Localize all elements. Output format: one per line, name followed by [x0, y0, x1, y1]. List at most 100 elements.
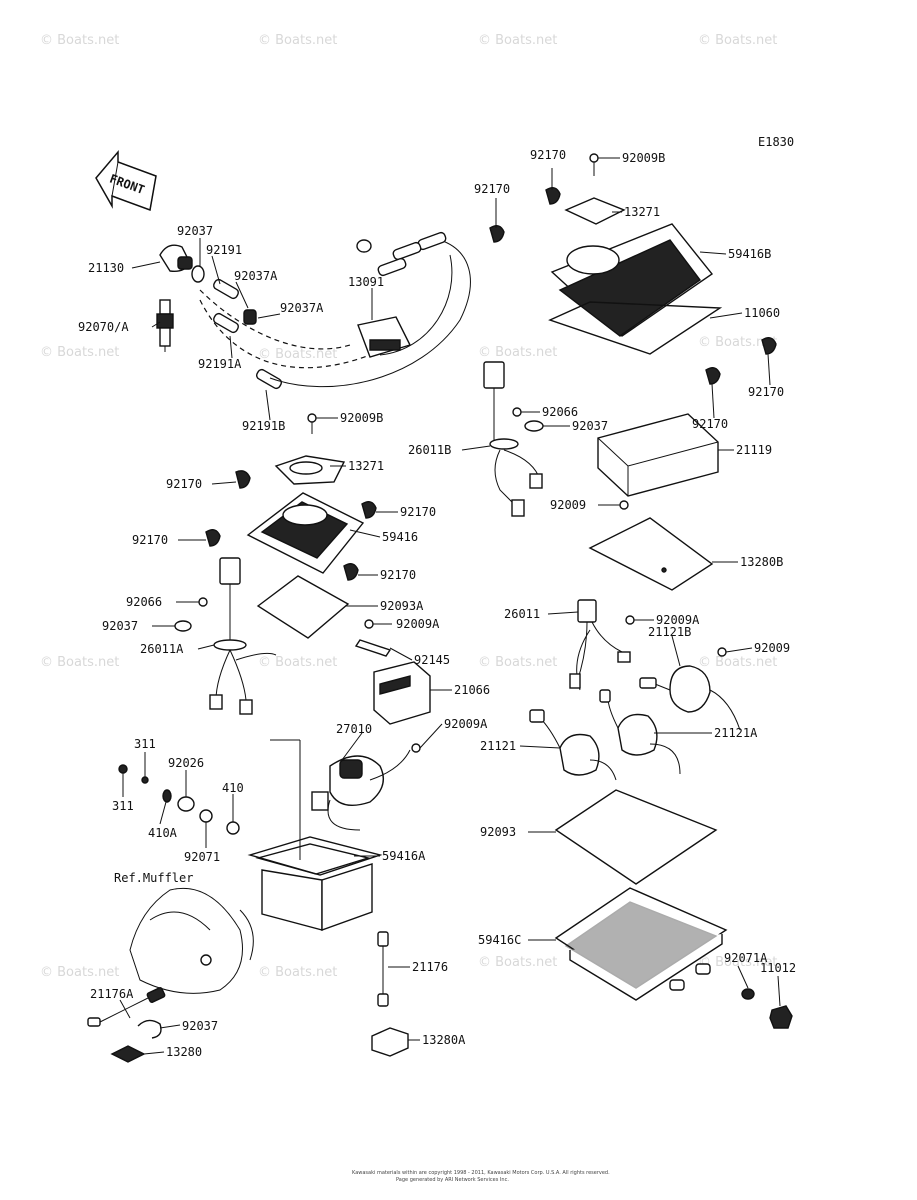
collar-92071 [199, 809, 213, 823]
part-label: 59416A [382, 849, 426, 863]
part-label: 92066 [542, 405, 578, 419]
part-label: 92037A [234, 269, 278, 283]
clip-92170-tr [545, 187, 561, 205]
part-label: 410A [148, 826, 178, 840]
washer-410 [226, 821, 240, 835]
part-label: 21130 [88, 261, 124, 275]
spark-plug-cap [159, 244, 193, 273]
coil-21121b [639, 665, 741, 731]
clamp-92037-m [137, 1019, 162, 1039]
part-label: 21176 [412, 960, 448, 974]
part-label: 92037A [280, 301, 324, 315]
part-label: 92009A [396, 617, 440, 631]
part-label: 92170 [400, 505, 436, 519]
bolt-92009b-r [589, 153, 599, 163]
part-label: 13280A [422, 1033, 466, 1047]
part-label: 59416B [728, 247, 771, 261]
harness-26011 [569, 599, 631, 691]
part-label: 92170 [380, 568, 416, 582]
collar-92071a [741, 988, 755, 1000]
watermark: © Boats.net [40, 33, 119, 48]
watermark: © Boats.net [40, 345, 119, 360]
case-59416 [246, 492, 365, 574]
part-label: 21121A [714, 726, 758, 740]
watermark: © Boats.net [258, 33, 337, 48]
cover-59416b [550, 223, 714, 337]
part-label: 311 [112, 799, 134, 813]
part-label: 13271 [624, 205, 660, 219]
watermark: © Boats.net [698, 33, 777, 48]
part-label: 92191B [242, 419, 285, 433]
washer-410a [162, 789, 172, 803]
part-label: 92170 [692, 417, 728, 431]
part-label: 92170 [748, 385, 784, 399]
nut-311 [118, 764, 128, 774]
plate-92145 [354, 639, 392, 657]
watermark: © Boats.net [478, 33, 557, 48]
watermark: © Boats.net [258, 655, 337, 670]
muffler-ref [129, 887, 254, 994]
part-label: 92037 [102, 619, 138, 633]
bolt-92009b [307, 413, 317, 423]
part-label: 26011A [140, 642, 184, 656]
case-59416a [247, 739, 383, 931]
gasket-11060 [548, 301, 723, 355]
copyright-line-2: Page generated by ARI Network Services I… [396, 1177, 509, 1183]
coil-21121 [529, 709, 617, 781]
watermark: © Boats.net [258, 965, 337, 980]
watermark: © Boats.net [478, 655, 557, 670]
reference-note: Ref.Muffler [114, 871, 193, 885]
watermark: © Boats.net [698, 655, 777, 670]
part-label: 92037 [182, 1019, 218, 1033]
part-label: 92145 [414, 653, 450, 667]
part-label: 13091 [348, 275, 384, 289]
part-label: 92009B [340, 411, 383, 425]
part-label: 92009 [754, 641, 790, 655]
bolt-92009-r [717, 647, 727, 657]
bolt-92009a [364, 619, 374, 629]
part-labels: 21130 92037 92191 92037A 92037A 13091 92… [78, 148, 796, 1059]
part-label: 59416 [382, 530, 418, 544]
part-label: 92070/A [78, 320, 129, 334]
gasket-92093 [554, 789, 718, 885]
part-label: 92066 [126, 595, 162, 609]
regulator-21066 [373, 661, 431, 725]
grommet-92026 [177, 796, 195, 812]
part-label: 92170 [166, 477, 202, 491]
part-label: 92009A [444, 717, 488, 731]
pad-13280a [371, 1027, 409, 1057]
part-label: 26011B [408, 443, 451, 457]
part-label: 92170 [474, 182, 510, 196]
watermark: © Boats.net [40, 655, 119, 670]
part-label: 92009 [550, 498, 586, 512]
part-label: 92037 [177, 224, 213, 238]
clip-92170 [235, 470, 251, 489]
part-label: 92009A [656, 613, 700, 627]
front-arrow-icon: FRONT [95, 149, 157, 212]
sensor-21176 [377, 931, 389, 1007]
sheet-13280b [588, 517, 714, 591]
clip-92170-tl [489, 225, 505, 243]
part-label: 21121 [480, 739, 516, 753]
block-13091 [357, 316, 411, 358]
part-label: 92026 [168, 756, 204, 770]
part-label: 92071 [184, 850, 220, 864]
part-label: 21176A [90, 987, 134, 1001]
part-label: 21119 [736, 443, 772, 457]
part-label: 59416C [478, 933, 521, 947]
clip-92170-b [343, 563, 359, 581]
part-label: 21121B [648, 625, 691, 639]
gasket-13271-r [564, 197, 626, 225]
watermark: © Boats.net [258, 347, 337, 362]
watermark: © Boats.net [698, 955, 777, 970]
part-label: 27010 [336, 722, 372, 736]
bolt-92009a-2 [411, 743, 421, 753]
ht-leads [199, 231, 471, 388]
watermark: © Boats.net [478, 345, 557, 360]
clamp-92037 [191, 265, 205, 283]
bolt-92009a-r [625, 615, 635, 625]
part-label: 311 [134, 737, 156, 751]
case-59416c [554, 887, 728, 1001]
part-label: 92071A [724, 951, 768, 965]
cap-11012 [769, 1005, 793, 1029]
